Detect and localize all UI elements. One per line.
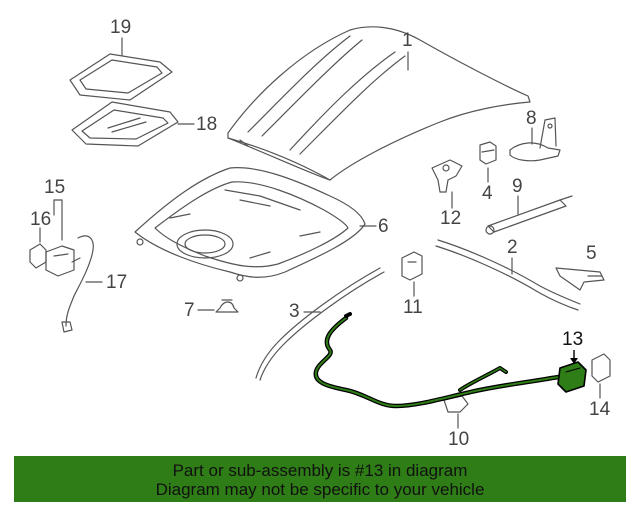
callout-14: 14 xyxy=(589,399,611,420)
clip-11 xyxy=(401,251,423,281)
callout-10: 10 xyxy=(448,429,470,450)
seal-strip-3 xyxy=(255,267,385,381)
hood-inner-6 xyxy=(134,167,366,282)
hinge-8 xyxy=(509,117,561,162)
handle-16 xyxy=(29,243,47,269)
callout-12: 12 xyxy=(440,208,462,229)
callout-8: 8 xyxy=(526,108,537,129)
bracket-14 xyxy=(591,353,611,383)
hood-panel xyxy=(227,26,531,181)
bolt-4 xyxy=(479,141,497,165)
pushpin-7 xyxy=(215,299,239,313)
callout-11: 11 xyxy=(403,297,423,318)
callout-4: 4 xyxy=(482,183,493,204)
callout-6: 6 xyxy=(378,216,389,237)
callout-19: 19 xyxy=(110,17,132,38)
cable-17 xyxy=(61,235,94,333)
release-cable-13 xyxy=(313,312,587,409)
bracket-15 xyxy=(45,245,75,277)
callout-16: 16 xyxy=(30,209,52,230)
callout-13[interactable]: 13 xyxy=(562,329,584,350)
callout-9: 9 xyxy=(512,176,523,197)
callout-17: 17 xyxy=(106,272,128,293)
banner-line-2: Diagram may not be specific to your vehi… xyxy=(155,480,485,499)
callout-15: 15 xyxy=(44,177,66,198)
strut-9 xyxy=(485,195,573,235)
callout-2: 2 xyxy=(507,237,518,258)
bracket-12 xyxy=(431,159,463,193)
callout-18: 18 xyxy=(196,114,218,135)
callout-7: 7 xyxy=(184,300,195,321)
parts-diagram xyxy=(29,26,611,429)
plate-5 xyxy=(555,267,605,291)
banner-line-1: Part or sub-assembly is #13 in diagram xyxy=(172,461,468,480)
callout-5: 5 xyxy=(586,243,597,264)
weatherstrip-2 xyxy=(435,239,581,311)
callout-1: 1 xyxy=(402,30,413,51)
callout-3: 3 xyxy=(289,301,300,322)
seal-19 xyxy=(69,53,173,101)
insulator-18 xyxy=(71,101,179,147)
info-banner: Part or sub-assembly is #13 in diagram D… xyxy=(14,456,626,502)
